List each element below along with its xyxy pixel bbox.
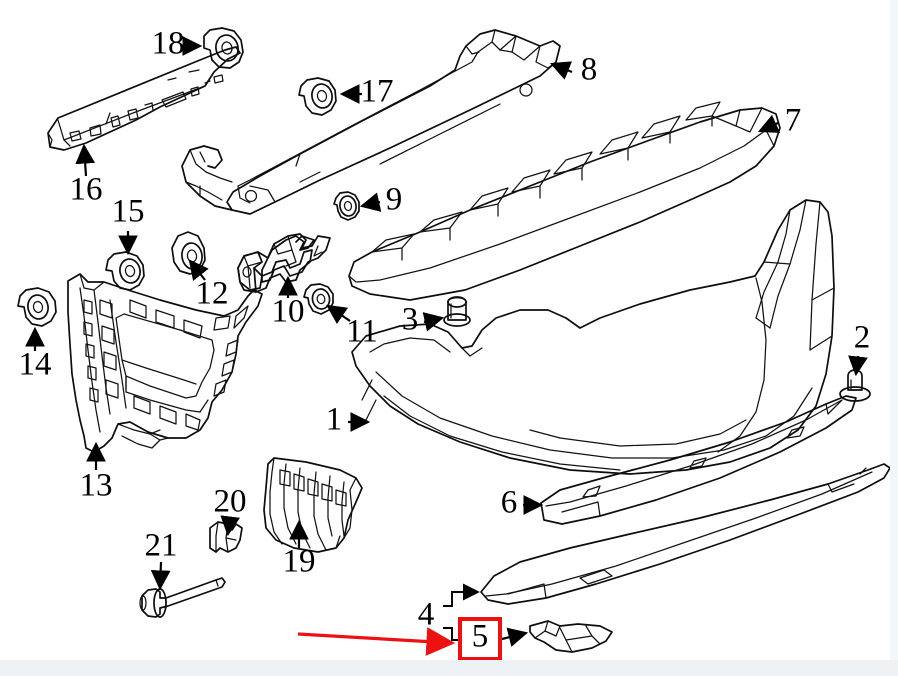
callout-2[interactable]: 2: [854, 320, 871, 356]
leader-3: [422, 312, 445, 332]
callout-6[interactable]: 6: [501, 485, 518, 521]
part-6-bumper-molding: [540, 395, 857, 525]
callout-11[interactable]: 11: [346, 314, 378, 350]
callout-12[interactable]: 12: [196, 276, 229, 312]
leader-12: [188, 259, 209, 281]
part-11-push-pin-clip: [303, 283, 334, 315]
leader-16: [75, 143, 96, 177]
callout-8[interactable]: 8: [581, 52, 598, 88]
part-9-push-pin-clip: [333, 191, 360, 221]
part-14-push-pin-clip: [17, 287, 57, 327]
part-4-lower-valance: [480, 463, 891, 605]
callout-16[interactable]: 16: [70, 172, 103, 208]
leader-11: [326, 304, 351, 325]
leader-5: [501, 627, 529, 647]
callout-13[interactable]: 13: [80, 468, 113, 504]
highlight-arrow: [297, 627, 456, 656]
part-7-energy-absorber: [348, 101, 781, 301]
part-17-push-pin-clip: [298, 77, 337, 116]
footer-band: [0, 660, 898, 676]
part-5-valance-bracket: [529, 620, 613, 653]
part-10-side-retainer-bracket: [237, 233, 331, 293]
right-edge-band: [890, 0, 898, 660]
callout-numbers: 1 2 3 4 5 6 7 8 9 10 11 12 13 14 15 16 1…: [19, 26, 871, 655]
callout-19[interactable]: 19: [283, 544, 316, 580]
callout-15[interactable]: 15: [112, 194, 145, 230]
leader-9: [359, 192, 382, 212]
part-19-grille-cover: [263, 457, 363, 553]
callout-21[interactable]: 21: [145, 528, 178, 564]
part-16-upper-bracket-rail: [47, 46, 241, 151]
callout-9[interactable]: 9: [386, 182, 403, 218]
part-20-small-clip: [209, 521, 243, 553]
part-13-side-support-bracket: [67, 273, 263, 453]
callout-5[interactable]: 5: [472, 619, 489, 655]
leader-21: [150, 561, 171, 591]
part-3-grommet-plug: [443, 296, 471, 327]
callout-3[interactable]: 3: [402, 302, 419, 338]
callout-10[interactable]: 10: [272, 294, 305, 330]
callout-4[interactable]: 4: [418, 597, 435, 633]
callout-17[interactable]: 17: [361, 74, 394, 110]
leader-7: [757, 114, 781, 133]
highlight-box-callout-5: [458, 617, 502, 661]
callout-14[interactable]: 14: [19, 347, 52, 383]
highlight-annotation: [297, 617, 502, 661]
part-8-impact-bar: [181, 29, 561, 215]
part-12-cone-grommet: [171, 231, 206, 275]
callout-7[interactable]: 7: [785, 103, 802, 139]
part-21-bolt: [139, 577, 226, 618]
callout-20[interactable]: 20: [214, 484, 247, 520]
callout-1[interactable]: 1: [326, 402, 343, 438]
leader-4-lower: [443, 627, 460, 641]
part-18-push-pin-clip: [203, 27, 244, 69]
leader-20: [220, 515, 241, 537]
callout-18[interactable]: 18: [152, 26, 185, 62]
leader-4-upper: [443, 583, 480, 607]
leader-2: [848, 355, 868, 377]
leader-8: [549, 61, 573, 80]
